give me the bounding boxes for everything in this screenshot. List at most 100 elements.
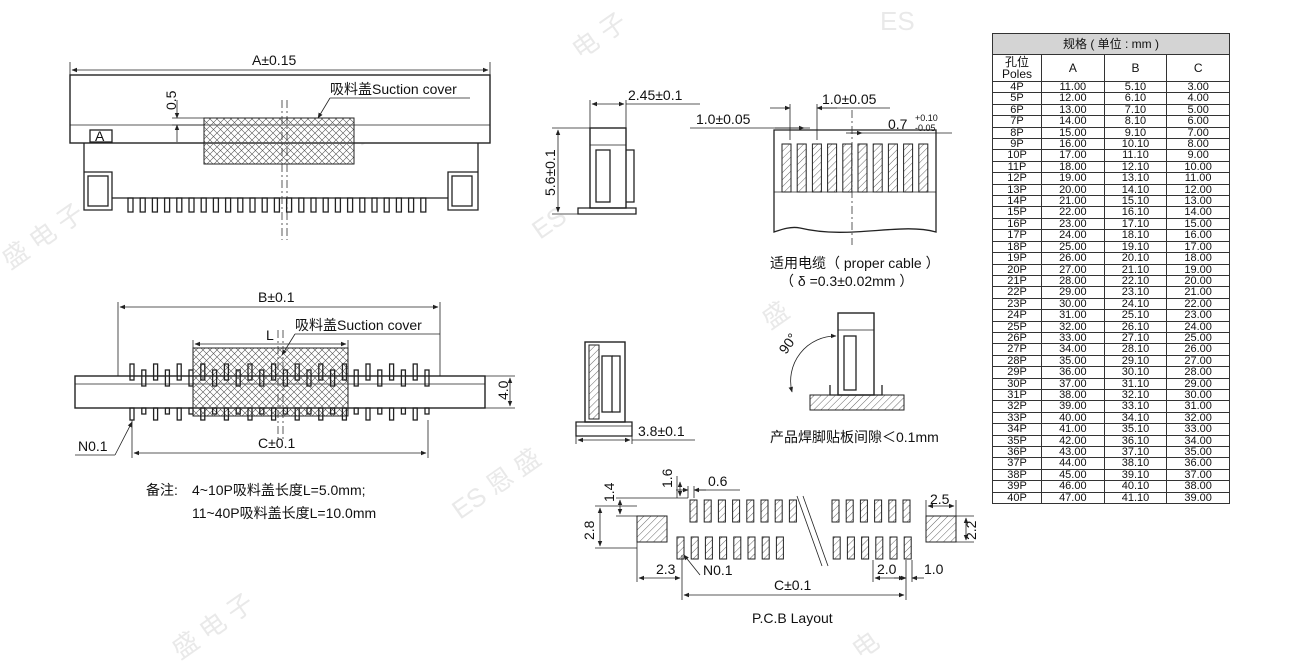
table-cell: 40.00 bbox=[1041, 411, 1105, 425]
spec-header-a: A bbox=[1041, 54, 1105, 82]
pin bbox=[400, 369, 407, 387]
pin-foot bbox=[412, 407, 418, 421]
table-cell: 9.00 bbox=[1166, 149, 1230, 162]
pin-foot bbox=[318, 407, 324, 421]
pin bbox=[200, 197, 207, 213]
pcb-dim-1-0-label: 1.0 bbox=[924, 561, 944, 577]
table-cell: 17.00 bbox=[1041, 149, 1105, 162]
pcb-layout-caption: P.C.B Layout bbox=[752, 610, 833, 626]
watermark-text: 盛 电 子 bbox=[166, 587, 259, 664]
table-cell: 31.00 bbox=[1166, 400, 1230, 413]
pin bbox=[424, 369, 430, 387]
table-cell: 37.00 bbox=[1041, 377, 1105, 390]
cable-conductor bbox=[872, 143, 883, 193]
table-cell: 35.00 bbox=[1166, 445, 1230, 459]
pcb-pad bbox=[761, 536, 770, 560]
table-cell: 35.10 bbox=[1103, 423, 1168, 436]
pin-foot bbox=[200, 407, 206, 421]
table-cell: 45.00 bbox=[1041, 468, 1105, 482]
table-cell: 44.00 bbox=[1041, 457, 1105, 470]
table-cell: 21.10 bbox=[1103, 263, 1168, 276]
pin bbox=[200, 363, 206, 381]
table-cell: 15P bbox=[992, 206, 1042, 219]
table-cell: 41.10 bbox=[1103, 491, 1168, 505]
table-cell: 23.10 bbox=[1103, 286, 1168, 299]
table-cell: 14.00 bbox=[1166, 206, 1230, 219]
table-cell: 32P bbox=[992, 400, 1042, 413]
table-cell: 31.10 bbox=[1103, 377, 1168, 390]
pin bbox=[353, 369, 359, 387]
watermark-text: 电 子 bbox=[566, 6, 632, 65]
cable-view: 1.0±0.05 1.0±0.05 0.7 +0.10 -0.05 适用电缆（ … bbox=[690, 91, 952, 289]
table-cell: 34P bbox=[992, 423, 1042, 436]
pin-foot bbox=[294, 407, 300, 421]
table-cell: 39.10 bbox=[1103, 468, 1168, 482]
table-cell: 10P bbox=[992, 149, 1042, 162]
pcb-dim-n0-1-label: N0.1 bbox=[703, 562, 733, 578]
pin bbox=[237, 197, 244, 213]
table-cell: 17.00 bbox=[1166, 240, 1230, 254]
pin-foot bbox=[341, 407, 348, 421]
pin bbox=[294, 363, 300, 381]
pin bbox=[129, 363, 135, 381]
pin-foot bbox=[259, 407, 265, 415]
pcb-pad bbox=[845, 499, 854, 523]
table-cell: 25.00 bbox=[1041, 240, 1105, 254]
table-cell: 39.00 bbox=[1041, 400, 1105, 413]
pin-foot bbox=[176, 407, 182, 421]
cable-thickness-caption: （ δ =0.3±0.02mm ） bbox=[780, 273, 913, 289]
cable-conductor bbox=[796, 143, 807, 193]
pin bbox=[152, 363, 159, 381]
pin bbox=[395, 197, 403, 213]
table-cell: 19P bbox=[992, 252, 1042, 265]
dim-0-7-lower-tolerance: -0.05 bbox=[915, 123, 936, 133]
pcb-pad bbox=[703, 499, 712, 523]
table-cell: 25.00 bbox=[1166, 331, 1230, 345]
pin bbox=[310, 197, 317, 213]
notes: 备注: 4~10P吸料盖长度L=5.0mm; 11~40P吸料盖长度L=10.0… bbox=[146, 482, 376, 521]
pcb-pad bbox=[861, 536, 870, 560]
table-cell: 14P bbox=[992, 195, 1042, 208]
table-cell: 6P bbox=[992, 103, 1042, 117]
pin-foot bbox=[388, 407, 395, 421]
pin bbox=[377, 369, 383, 387]
pcb-dim-2-8-label: 2.8 bbox=[581, 520, 597, 540]
watermark-text: 盛 bbox=[756, 295, 795, 334]
table-cell: 28.00 bbox=[1041, 274, 1105, 288]
table-cell: 5P bbox=[992, 92, 1042, 105]
table-cell: 20.10 bbox=[1103, 252, 1168, 265]
cable-conductor bbox=[857, 143, 868, 193]
pin bbox=[270, 363, 277, 381]
table-cell: 38P bbox=[992, 468, 1042, 482]
cable-conductor bbox=[842, 143, 853, 193]
table-cell: 41.00 bbox=[1041, 423, 1105, 436]
pin-foot bbox=[329, 407, 336, 415]
table-cell: 7P bbox=[992, 115, 1042, 128]
pcb-pad bbox=[732, 499, 741, 523]
table-cell: 32.00 bbox=[1041, 320, 1105, 333]
dim-a-label: A±0.15 bbox=[252, 52, 296, 68]
table-cell: 33.10 bbox=[1103, 400, 1168, 413]
table-cell: 34.10 bbox=[1103, 411, 1168, 425]
table-cell: 29.00 bbox=[1166, 377, 1230, 390]
table-cell: 6.10 bbox=[1103, 92, 1168, 105]
pcb-dim-1-6-label: 1.6 bbox=[659, 468, 675, 488]
table-cell: 18.00 bbox=[1166, 252, 1230, 265]
spec-header-b: B bbox=[1103, 54, 1168, 82]
table-cell: 28P bbox=[992, 354, 1042, 368]
pcb-dim-2-5-label: 2.5 bbox=[930, 491, 950, 507]
table-cell: 4P bbox=[992, 80, 1042, 94]
table-cell: 27.10 bbox=[1103, 331, 1168, 345]
table-cell: 8.10 bbox=[1103, 115, 1168, 128]
table-cell: 27.00 bbox=[1041, 263, 1105, 276]
